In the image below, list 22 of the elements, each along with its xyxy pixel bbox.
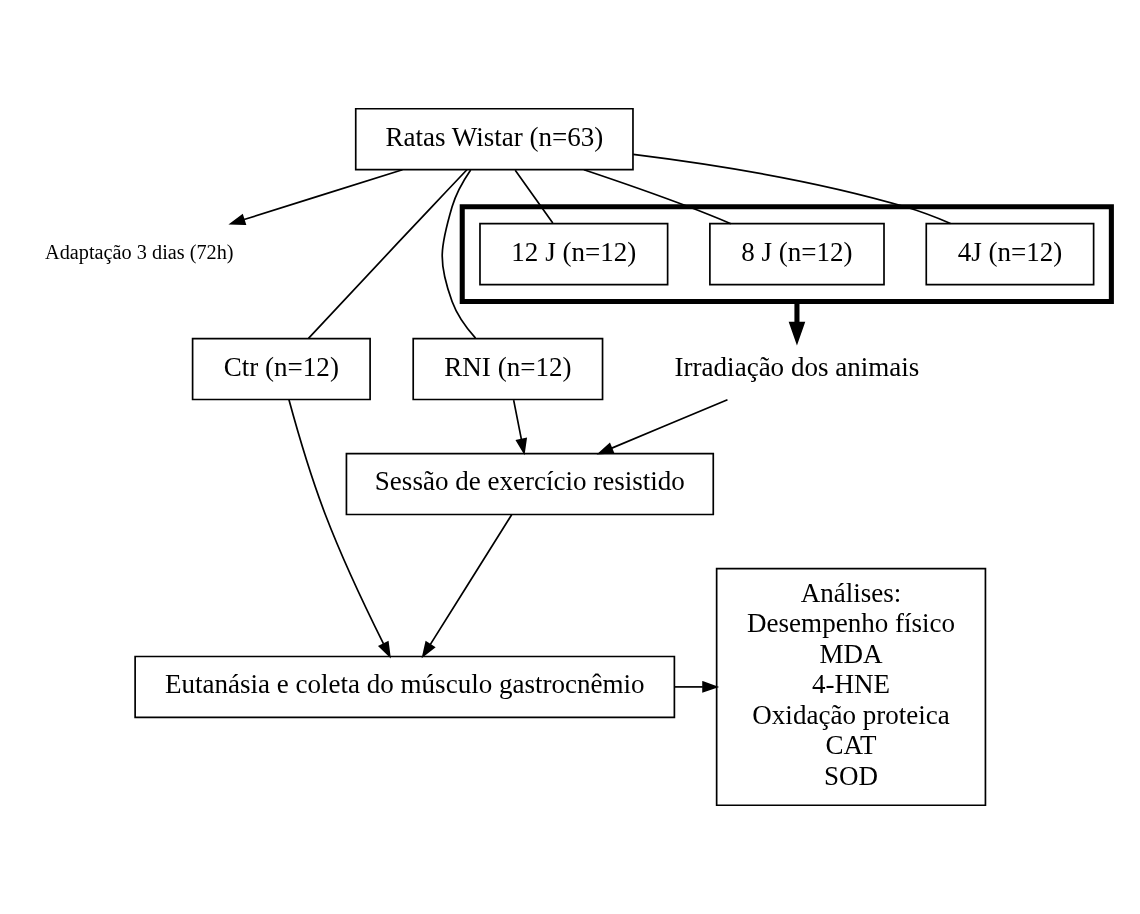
node-box: RNI (n=12) [412, 337, 604, 401]
node-text: Irradiação dos animais [674, 351, 920, 382]
node-box: Eutanásia e coleta do músculo gastrocnêmio [134, 655, 676, 719]
arrow [788, 301, 806, 346]
connector [307, 168, 468, 340]
arrow [673, 680, 720, 693]
node-box: Ratas Wistar (n=63) [354, 107, 634, 171]
node-box: Ctr (n=12) [191, 337, 371, 401]
node-box: Análises: Desempenho físico MDA 4-HNE Oxidação proteica CAT SOD [715, 567, 987, 807]
node-box: 8 J (n=12) [709, 222, 885, 286]
connector [514, 169, 554, 224]
node-box: 12 J (n=12) [479, 222, 669, 286]
node-box: Sessão de exercício resistido [345, 452, 715, 516]
arrow [512, 399, 528, 456]
cluster [459, 204, 1114, 304]
node-box: 4J (n=12) [925, 222, 1095, 286]
arrow [421, 513, 513, 659]
node-text: Adaptação 3 dias (72h) [45, 241, 234, 264]
arrow [596, 398, 729, 455]
arrow [228, 168, 404, 226]
connector [441, 169, 477, 340]
arrow [288, 398, 391, 659]
